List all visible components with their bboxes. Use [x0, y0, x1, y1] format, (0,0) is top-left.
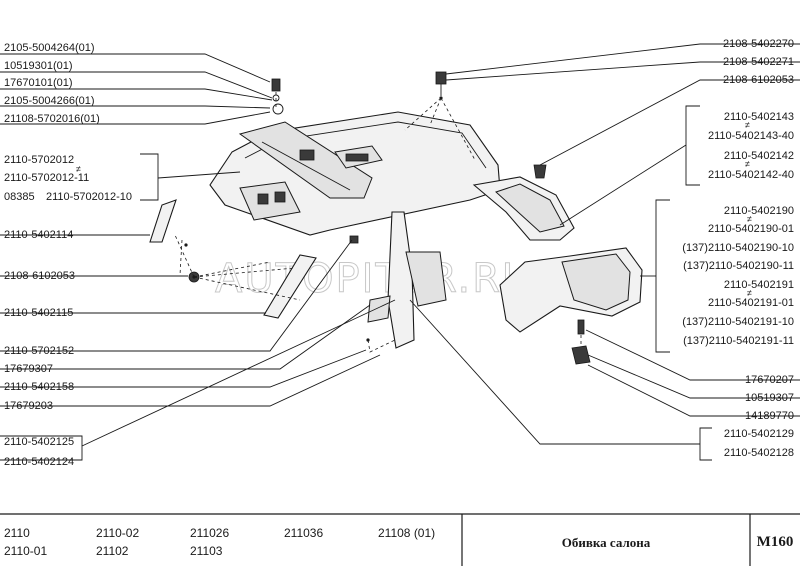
- part-label: 2110-5402191: [724, 279, 794, 291]
- part-label: 2110-5402128: [724, 447, 794, 459]
- left-label-list: 2105-5004264(01) 10519301(01) 17670101(0…: [4, 42, 132, 468]
- assembly-lines: [174, 92, 582, 353]
- b-pillar-trim-center: [387, 211, 415, 349]
- part-label: 17679203: [4, 400, 53, 412]
- b-pillar-trim-left: [263, 254, 317, 319]
- model-code: 21103: [190, 544, 223, 558]
- part-label: 2105-5004264(01): [4, 42, 95, 54]
- part-label: 2110-5402142: [724, 150, 794, 162]
- not-equal-symbol: ≠: [745, 120, 750, 130]
- part-label: 17670101(01): [4, 77, 73, 89]
- model-code: 211026: [190, 526, 229, 540]
- right-label-list: 2108-5402270 2108-5402271 2108-6102053 2…: [682, 38, 794, 459]
- diagram-title: Обивка салона: [562, 535, 651, 550]
- not-equal-symbol: ≠: [745, 159, 750, 169]
- part-label: 2105-5004266(01): [4, 95, 95, 107]
- model-code: 21102: [96, 544, 129, 558]
- not-equal-symbol: ≠: [747, 288, 752, 298]
- part-label: 2110-5402124: [4, 456, 74, 468]
- part-label: 2110-5402114: [4, 229, 73, 241]
- part-label: 17679307: [4, 363, 53, 375]
- part-label: 2110-5402190-01: [708, 223, 794, 235]
- part-label: (137)2110-5402190-10: [682, 242, 794, 254]
- parts-drawing: [149, 71, 643, 365]
- model-code: 21108 (01): [378, 526, 435, 540]
- part-label: 2110-5702012: [4, 154, 74, 166]
- rear-pillar-inner: [495, 183, 565, 233]
- model-code: 2110: [4, 526, 30, 540]
- watermark-text: AUTOPITER.RU: [215, 256, 533, 302]
- b-pillar-cover: [367, 295, 391, 323]
- junction-dots: [184, 96, 443, 342]
- leader-lines: [0, 43, 800, 461]
- part-label: 2110-5702152: [4, 345, 74, 357]
- part-label: 10519301(01): [4, 60, 73, 72]
- part-label: 2110-5402158: [4, 381, 74, 393]
- part-label: 2110-5402143-40: [708, 130, 794, 142]
- front-console: [239, 181, 301, 221]
- part-label: (137)2110-5402191-11: [683, 335, 794, 347]
- not-equal-symbol: ≠: [747, 214, 752, 224]
- part-label: 2110-5402125: [4, 436, 74, 448]
- model-code: 2110-01: [4, 544, 47, 558]
- part-label: 17670207: [745, 374, 794, 386]
- model-code: 211036: [284, 526, 323, 540]
- part-label: 2108-6102053: [4, 270, 75, 282]
- part-label: 2108-6102053: [723, 74, 794, 86]
- part-label: 21108-5702016(01): [4, 113, 100, 125]
- part-label: 2110-5402129: [724, 428, 794, 440]
- part-label: 2110-5402143: [724, 111, 794, 123]
- part-label: 2110-5702012-10: [46, 191, 132, 203]
- part-label: 10519307: [745, 392, 794, 404]
- diagram-code: M160: [757, 534, 794, 550]
- part-label: 2110-5702012-11: [4, 172, 89, 184]
- part-label: 08385: [4, 191, 35, 203]
- part-label: 2110-5402142-40: [708, 169, 794, 181]
- part-label: 2110-5402115: [4, 307, 73, 319]
- not-equal-symbol: ≠: [76, 164, 81, 174]
- part-label: (137)2110-5402191-10: [682, 316, 794, 328]
- title-block: 2110 2110-02 211026 211036 21108 (01) 21…: [0, 513, 800, 566]
- part-label: 14189770: [745, 410, 794, 422]
- part-label: 2110-5402190: [724, 205, 794, 217]
- part-label: (137)2110-5402190-11: [683, 260, 794, 272]
- part-label: 2110-5402191-01: [708, 297, 794, 309]
- part-label: 2108-5402270: [723, 38, 794, 50]
- model-code: 2110-02: [96, 526, 139, 540]
- a-pillar-trim: [149, 199, 177, 243]
- part-label: 2108-5402271: [723, 56, 794, 68]
- b-pillar-upper: [405, 251, 447, 307]
